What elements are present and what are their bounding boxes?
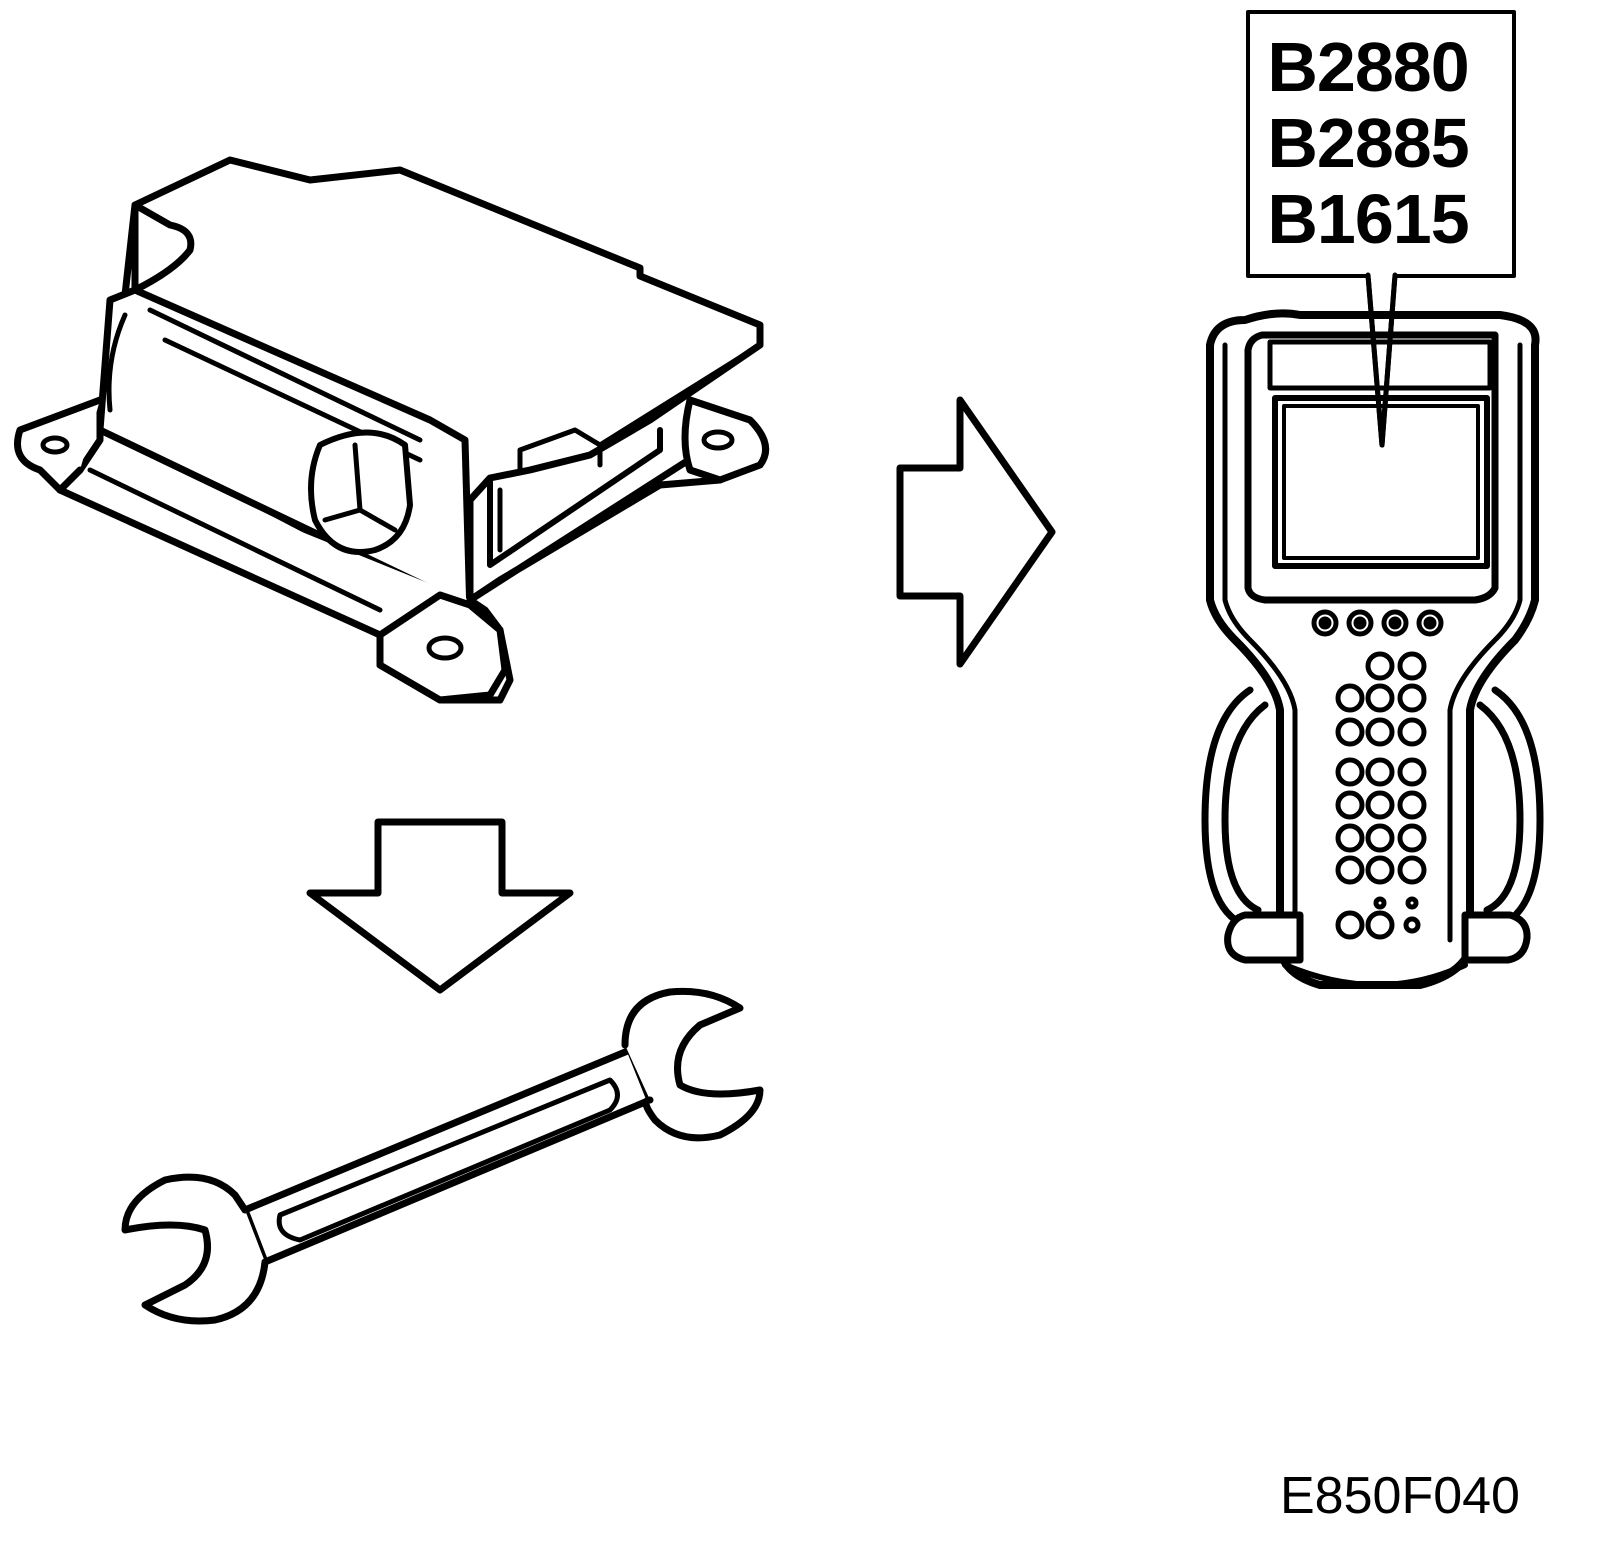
wrench-icon	[121, 987, 764, 1325]
scan-tool-icon	[1201, 272, 1544, 989]
dtc-code: B1615	[1267, 180, 1469, 258]
arrow-right-icon	[896, 396, 1056, 668]
figure-id-label: E850F040	[1280, 1467, 1520, 1525]
dtc-code: B2885	[1267, 104, 1469, 182]
dtc-code: B2880	[1267, 28, 1469, 106]
dtc-callout-box	[1246, 10, 1516, 278]
airbag-control-module-icon	[14, 156, 770, 704]
arrow-down-icon	[306, 818, 574, 994]
